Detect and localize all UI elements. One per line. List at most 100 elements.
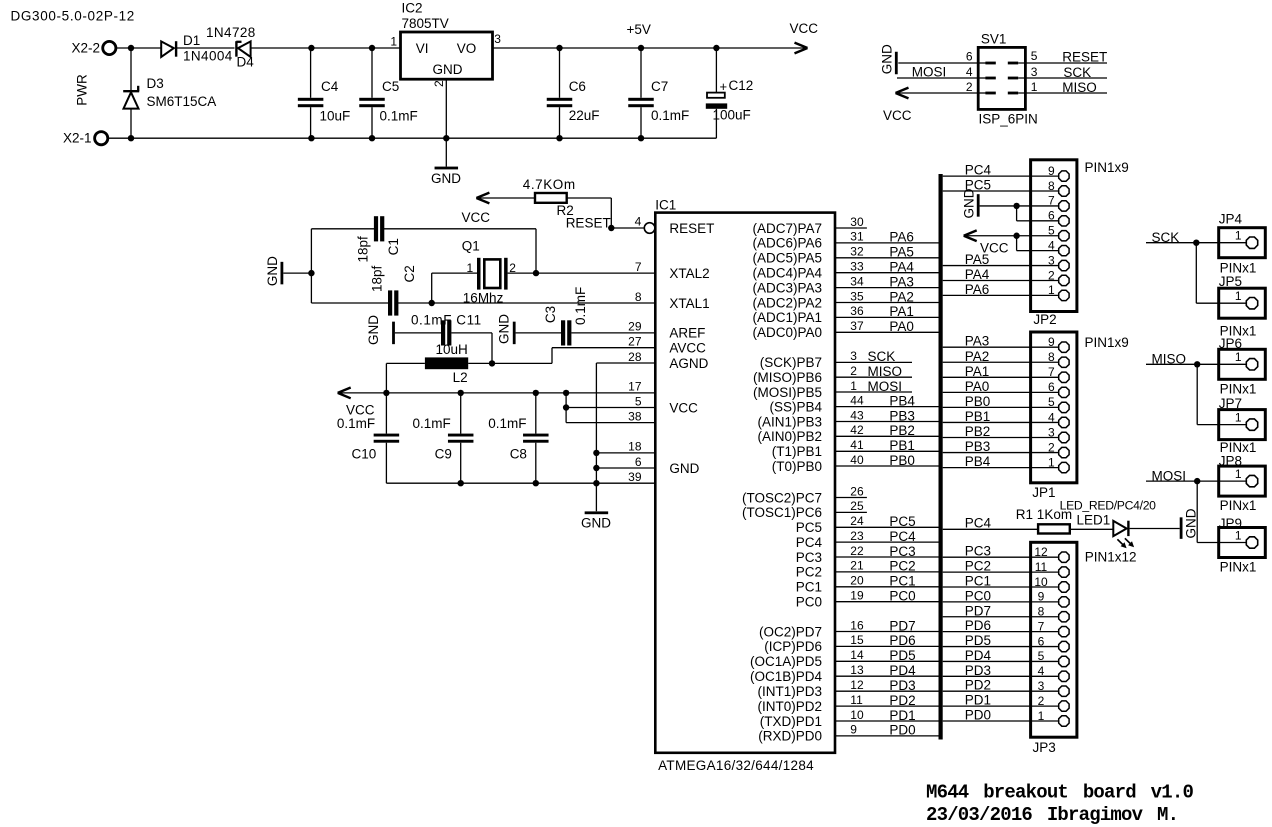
svg-text:(INT1)PD3: (INT1)PD3 xyxy=(757,684,822,699)
svg-text:IC1: IC1 xyxy=(655,198,676,213)
svg-text:PIN1x9: PIN1x9 xyxy=(1085,335,1129,350)
svg-text:GND: GND xyxy=(880,44,895,74)
svg-text:(AIN0)PB2: (AIN0)PB2 xyxy=(757,429,822,444)
svg-text:PINx1: PINx1 xyxy=(1220,323,1257,338)
svg-text:PD2: PD2 xyxy=(965,678,991,693)
svg-text:PC1: PC1 xyxy=(796,580,822,595)
svg-text:0.1mF: 0.1mF xyxy=(488,416,526,431)
svg-text:PC4: PC4 xyxy=(796,535,823,550)
svg-text:(SCK)PB7: (SCK)PB7 xyxy=(760,355,822,370)
svg-text:(T1)PB1: (T1)PB1 xyxy=(772,444,822,459)
svg-text:1: 1 xyxy=(390,34,397,48)
svg-text:41: 41 xyxy=(850,438,864,452)
svg-text:0.1mF: 0.1mF xyxy=(651,108,689,123)
svg-text:34: 34 xyxy=(850,274,864,288)
svg-text:PINx1: PINx1 xyxy=(1220,261,1257,276)
svg-text:17: 17 xyxy=(628,380,642,394)
svg-text:(ADC1)PA1: (ADC1)PA1 xyxy=(752,310,822,325)
svg-text:1: 1 xyxy=(1235,229,1242,243)
svg-text:14: 14 xyxy=(850,648,864,662)
svg-text:PC3: PC3 xyxy=(796,550,822,565)
svg-text:PA3: PA3 xyxy=(889,274,914,289)
svg-text:MISO: MISO xyxy=(1062,80,1097,95)
svg-text:C3: C3 xyxy=(543,306,558,323)
svg-text:6: 6 xyxy=(635,455,642,469)
svg-text:3: 3 xyxy=(850,349,857,363)
svg-text:44: 44 xyxy=(850,393,864,407)
svg-text:VCC: VCC xyxy=(346,402,375,417)
svg-text:GND: GND xyxy=(366,315,381,345)
svg-text:PB0: PB0 xyxy=(965,394,991,409)
svg-text:3: 3 xyxy=(1048,425,1055,439)
svg-text:C2: C2 xyxy=(402,265,417,282)
svg-text:L2: L2 xyxy=(453,370,468,385)
svg-text:MOSI: MOSI xyxy=(912,64,947,79)
svg-text:(ADC6)PA6: (ADC6)PA6 xyxy=(752,236,822,251)
svg-text:1: 1 xyxy=(1235,350,1242,364)
svg-text:2: 2 xyxy=(850,364,857,378)
svg-text:8: 8 xyxy=(1048,350,1055,364)
svg-text:PINx1: PINx1 xyxy=(1220,382,1257,397)
svg-text:SCK: SCK xyxy=(1063,65,1091,80)
svg-text:SV1: SV1 xyxy=(981,32,1007,47)
svg-text:12: 12 xyxy=(1034,545,1048,559)
svg-text:JP8: JP8 xyxy=(1219,453,1242,468)
svg-text:7: 7 xyxy=(1048,194,1055,208)
svg-text:2: 2 xyxy=(1048,440,1055,454)
svg-text:GND: GND xyxy=(669,461,699,476)
svg-text:PB0: PB0 xyxy=(889,453,915,468)
svg-text:18: 18 xyxy=(628,440,642,454)
svg-text:6: 6 xyxy=(1038,634,1045,648)
svg-text:PC0: PC0 xyxy=(889,589,915,604)
svg-text:PINx1: PINx1 xyxy=(1220,560,1257,575)
svg-text:M644 breakout board v1.0: M644 breakout board v1.0 xyxy=(926,782,1193,804)
svg-text:SCK: SCK xyxy=(1152,230,1180,245)
svg-text:1: 1 xyxy=(1048,455,1055,469)
svg-text:PB1: PB1 xyxy=(889,438,915,453)
svg-text:ISP_6PIN: ISP_6PIN xyxy=(979,112,1038,127)
svg-text:VO: VO xyxy=(457,41,477,56)
svg-text:C4: C4 xyxy=(321,79,339,94)
svg-text:PINx1: PINx1 xyxy=(1220,440,1257,455)
svg-text:JP3: JP3 xyxy=(1033,740,1056,755)
svg-text:18pf: 18pf xyxy=(356,236,371,263)
svg-text:DG300-5.0-02P-12: DG300-5.0-02P-12 xyxy=(11,9,135,24)
svg-text:32: 32 xyxy=(850,245,864,259)
svg-text:PC2: PC2 xyxy=(965,559,991,574)
svg-text:10uF: 10uF xyxy=(320,108,351,123)
svg-text:22: 22 xyxy=(850,544,864,558)
svg-text:C10: C10 xyxy=(352,446,377,461)
svg-text:PD3: PD3 xyxy=(965,663,991,678)
svg-text:AGND: AGND xyxy=(669,356,708,371)
svg-text:GND: GND xyxy=(581,516,611,531)
svg-text:2: 2 xyxy=(1038,694,1045,708)
svg-text:PA5: PA5 xyxy=(965,252,990,267)
svg-text:7: 7 xyxy=(1038,619,1045,633)
svg-text:0.1mF: 0.1mF xyxy=(413,416,451,431)
svg-text:PC3: PC3 xyxy=(889,544,915,559)
svg-text:PB4: PB4 xyxy=(965,454,991,469)
svg-text:RESET: RESET xyxy=(566,216,611,231)
svg-text:PD2: PD2 xyxy=(889,693,915,708)
svg-text:JP9: JP9 xyxy=(1219,516,1242,531)
svg-text:X2-2: X2-2 xyxy=(72,40,101,55)
svg-text:4.7KOm: 4.7KOm xyxy=(523,177,576,192)
svg-text:PA3: PA3 xyxy=(965,334,990,349)
svg-text:GND: GND xyxy=(265,256,280,286)
svg-text:PD7: PD7 xyxy=(965,603,991,618)
svg-text:PC1: PC1 xyxy=(965,573,991,588)
svg-text:D4: D4 xyxy=(237,55,255,70)
svg-text:VCC: VCC xyxy=(980,240,1009,255)
svg-text:(ICP)PD6: (ICP)PD6 xyxy=(764,639,822,654)
svg-text:5: 5 xyxy=(1038,649,1045,663)
svg-text:PD5: PD5 xyxy=(889,648,915,663)
svg-text:PA4: PA4 xyxy=(965,267,990,282)
svg-text:1: 1 xyxy=(1048,283,1055,297)
svg-text:10: 10 xyxy=(1034,575,1048,589)
svg-text:11: 11 xyxy=(1035,560,1048,574)
svg-text:16: 16 xyxy=(850,618,864,632)
svg-text:PD1: PD1 xyxy=(965,693,991,708)
svg-text:(OC1B)PD4: (OC1B)PD4 xyxy=(750,669,823,684)
svg-text:11: 11 xyxy=(850,693,863,707)
svg-text:GND: GND xyxy=(431,171,461,186)
